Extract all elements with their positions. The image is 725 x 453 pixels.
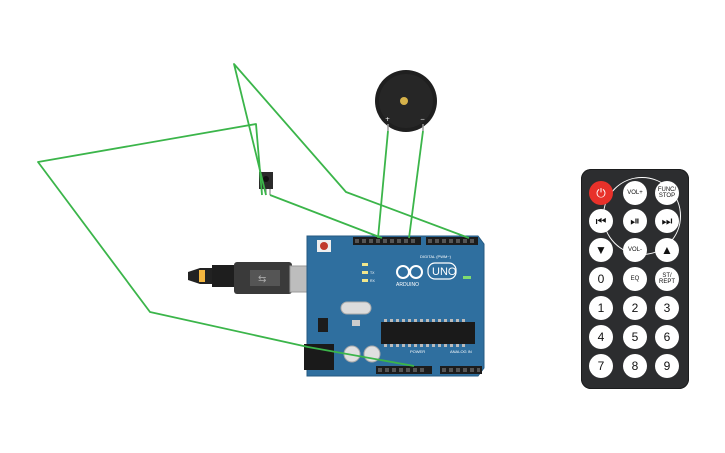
remote-7-button[interactable]: 7 bbox=[589, 354, 613, 378]
remote-2-button[interactable]: 2 bbox=[623, 296, 647, 320]
on-led bbox=[463, 276, 471, 279]
remote-8-button[interactable]: 8 bbox=[623, 354, 647, 378]
wire-ir-signal bbox=[37, 123, 415, 367]
piezo-buzzer[interactable]: + − bbox=[375, 70, 437, 132]
remote-9-button[interactable]: 9 bbox=[655, 354, 679, 378]
buzzer-plus-label: + bbox=[385, 116, 390, 123]
wire-ir-vcc bbox=[233, 63, 470, 239]
analog-label: ANALOG IN bbox=[450, 349, 472, 354]
remote-prev-button[interactable]: ⏮ bbox=[589, 209, 613, 233]
model-text: UNO bbox=[432, 266, 457, 278]
svg-text:⇆: ⇆ bbox=[258, 274, 266, 285]
wire-buzzer-minus bbox=[408, 130, 424, 239]
analog-header[interactable] bbox=[440, 366, 482, 374]
remote-3-button[interactable]: 3 bbox=[655, 296, 679, 320]
capacitor-small bbox=[352, 320, 360, 326]
remote-func-stop-button[interactable]: FUNC/ STOP bbox=[655, 181, 679, 205]
arduino-uno-board[interactable]: ARDUINO UNO DIGITAL (PWM~) TX RX bbox=[304, 235, 485, 377]
wire-ir-gnd bbox=[269, 194, 383, 239]
remote-st-rept-button[interactable]: ST/ REPT bbox=[655, 267, 679, 291]
rx-led bbox=[362, 279, 368, 282]
tx-led bbox=[362, 271, 368, 274]
remote-power-button[interactable]: ⏻ bbox=[589, 181, 613, 205]
remote-6-button[interactable]: 6 bbox=[655, 325, 679, 349]
remote-vol-down-button[interactable]: VOL- bbox=[623, 238, 647, 262]
atmega-chip bbox=[381, 322, 475, 344]
power-header[interactable] bbox=[376, 366, 432, 374]
remote-up-button[interactable]: ▲ bbox=[655, 238, 679, 262]
remote-next-button[interactable]: ⏭ bbox=[655, 209, 679, 233]
power-label: POWER bbox=[410, 349, 425, 354]
rx-label: RX bbox=[370, 279, 376, 283]
crystal bbox=[340, 301, 372, 315]
l-led bbox=[362, 263, 368, 266]
remote-down-button[interactable]: ▼ bbox=[589, 238, 613, 262]
tx-label: TX bbox=[370, 271, 375, 275]
regulator bbox=[318, 318, 328, 332]
remote-play-pause-button[interactable]: ⏯ bbox=[623, 209, 647, 233]
remote-4-button[interactable]: 4 bbox=[589, 325, 613, 349]
remote-vol-up-button[interactable]: VOL+ bbox=[623, 181, 647, 205]
remote-1-button[interactable]: 1 bbox=[589, 296, 613, 320]
remote-eq-button[interactable]: EQ bbox=[623, 267, 647, 291]
digital-label: DIGITAL (PWM~) bbox=[420, 254, 452, 259]
remote-0-button[interactable]: 0 bbox=[589, 267, 613, 291]
buzzer-minus-label: − bbox=[420, 116, 425, 123]
remote-5-button[interactable]: 5 bbox=[623, 325, 647, 349]
brand-text: ARDUINO bbox=[396, 282, 419, 288]
ir-remote[interactable]: ⏻ VOL+ FUNC/ STOP ⏮ ⏯ ⏭ ▼ VOL- ▲ 0 EQ ST… bbox=[581, 169, 689, 389]
arduino-logo: ARDUINO UNO bbox=[396, 262, 457, 288]
wire-buzzer-plus bbox=[377, 130, 389, 239]
wires[interactable] bbox=[37, 63, 470, 367]
